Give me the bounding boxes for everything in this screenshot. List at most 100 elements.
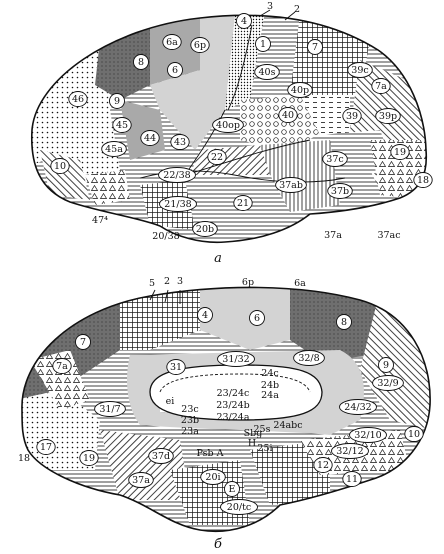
area-marker-31-32 xyxy=(217,351,255,367)
region-19-medial xyxy=(30,350,90,410)
area-label-39c: 39c xyxy=(351,65,368,76)
area-marker-39c xyxy=(347,62,373,78)
area-label-24-32: 24/32 xyxy=(344,402,371,413)
caption-b: б xyxy=(214,537,222,552)
area-label-32-10: 32/10 xyxy=(354,430,381,441)
area-label-6a: 6a xyxy=(294,278,306,289)
area-marker-45a xyxy=(101,141,127,157)
area-label-23-24a: 23/24a xyxy=(216,412,249,423)
area-marker-4 xyxy=(236,13,252,29)
area-label-7: 7 xyxy=(312,42,318,53)
region-40 xyxy=(240,95,320,150)
area-label-18: 18 xyxy=(417,175,429,186)
area-label-6: 6 xyxy=(172,65,178,76)
area-marker-31 xyxy=(166,359,186,375)
area-label-e: E xyxy=(229,484,236,495)
area-marker-31-7 xyxy=(94,401,126,417)
region-6a xyxy=(150,18,210,85)
area-marker-7 xyxy=(75,334,91,350)
region-19-18 xyxy=(370,140,427,200)
area-label-40op: 40op xyxy=(216,120,240,131)
area-marker-1 xyxy=(255,36,271,52)
area-label-20b: 20b xyxy=(196,224,214,235)
area-marker-32-12 xyxy=(331,443,369,459)
area-label-37b: 37b xyxy=(331,186,349,197)
area-marker-4 xyxy=(197,307,213,323)
medial-outline xyxy=(21,286,431,533)
area-label-40p: 40p xyxy=(291,85,309,96)
area-label-23c: 23c xyxy=(181,404,198,415)
area-label-6a: 6a xyxy=(166,37,178,48)
area-marker-6 xyxy=(167,62,183,78)
area-label-31-7: 31/7 xyxy=(99,404,120,415)
area-marker-39p xyxy=(375,108,401,124)
region-6p xyxy=(150,15,235,150)
area-marker-32-9 xyxy=(372,375,404,391)
lateral-outline xyxy=(30,14,428,244)
area-marker-22 xyxy=(207,149,227,165)
area-label-31: 31 xyxy=(170,362,182,373)
area-label-40: 40 xyxy=(282,110,294,121)
area-label-sbg: Sbg xyxy=(244,428,263,439)
region-37c xyxy=(260,140,340,212)
area-label-45a: 45a xyxy=(105,144,123,155)
area-label-47-: 47⁴ xyxy=(92,215,108,226)
area-marker-32-10 xyxy=(349,427,387,443)
area-label-24c: 24c xyxy=(261,368,278,379)
area-marker-37a xyxy=(128,472,154,488)
area-marker-40s xyxy=(254,64,280,80)
area-marker-17 xyxy=(36,439,56,455)
caption-a: а xyxy=(214,251,222,266)
area-label-25i: 25i xyxy=(257,443,272,454)
region-6-medial xyxy=(200,287,290,350)
area-label-37ac: 37ac xyxy=(377,230,400,241)
area-label-4: 4 xyxy=(241,16,247,27)
area-label-37a: 37a xyxy=(324,230,342,241)
area-label-39: 39 xyxy=(346,111,358,122)
area-marker-8 xyxy=(133,54,149,70)
area-marker-40 xyxy=(278,107,298,123)
area-marker-20b xyxy=(192,221,218,237)
area-marker-10 xyxy=(404,426,424,442)
area-label-37d: 37d xyxy=(152,451,170,462)
corpus-callosum xyxy=(149,364,323,421)
area-label-23-24c: 23/24c xyxy=(217,388,250,399)
area-marker-32-8 xyxy=(293,350,325,366)
area-marker-7 xyxy=(307,39,323,55)
area-label-1: 1 xyxy=(260,39,266,50)
area-marker-6a xyxy=(162,34,182,50)
area-marker-21-38 xyxy=(159,196,197,212)
area-marker-44 xyxy=(140,130,160,146)
area-label-44: 44 xyxy=(144,133,156,144)
area-marker-22-38 xyxy=(158,167,196,183)
area-label-45: 45 xyxy=(116,120,128,131)
area-label-32-8: 32/8 xyxy=(298,353,319,364)
area-label-3: 3 xyxy=(267,1,273,12)
area-marker-37c xyxy=(322,151,348,167)
area-label-6: 6 xyxy=(254,313,260,324)
area-label-23b: 23b xyxy=(181,415,199,426)
area-marker-19 xyxy=(79,450,99,466)
area-marker-46 xyxy=(68,91,88,107)
area-label-37c: 37c xyxy=(326,154,343,165)
area-label-40s: 40s xyxy=(259,67,276,78)
area-label-6p: 6p xyxy=(242,277,254,288)
area-label-5: 5 xyxy=(149,278,155,289)
area-label-ei: ei xyxy=(166,396,175,407)
area-label-19: 19 xyxy=(394,147,406,158)
area-marker-21 xyxy=(233,195,253,211)
area-label-9: 9 xyxy=(114,96,120,107)
area-label-24b: 24b xyxy=(261,380,279,391)
area-label-32-9: 32/9 xyxy=(377,378,398,389)
area-label-32-12: 32/12 xyxy=(336,446,363,457)
area-marker-40op xyxy=(212,117,244,133)
area-label-2: 2 xyxy=(294,4,300,15)
area-label-21: 21 xyxy=(237,198,249,209)
area-label-10: 10 xyxy=(408,429,420,440)
area-label-3: 3 xyxy=(177,276,183,287)
